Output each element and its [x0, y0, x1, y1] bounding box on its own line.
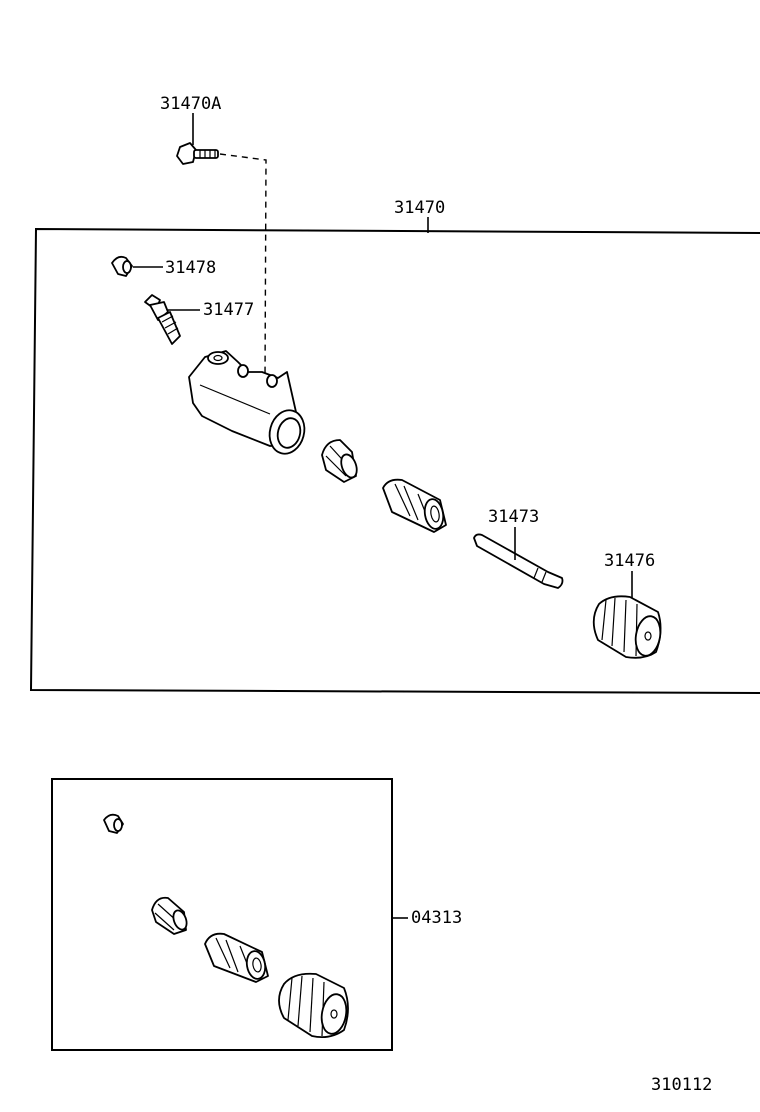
repair-kit-box — [51, 778, 393, 1051]
label-repair-kit: 04313 — [411, 908, 462, 928]
bleeder-part — [144, 294, 200, 345]
seal-cup-part — [321, 439, 358, 483]
kit-boot-part — [278, 972, 349, 1039]
cylinder-body-part — [188, 350, 306, 455]
kit-seal-cup-part — [151, 896, 188, 935]
cap-part — [111, 255, 163, 277]
kit-piston-part — [204, 932, 269, 983]
push-rod-part — [473, 527, 564, 589]
label-bleeder: 31477 — [203, 300, 254, 320]
label-push-rod: 31473 — [488, 507, 539, 527]
boot-part — [592, 571, 662, 659]
label-cap: 31478 — [165, 258, 216, 278]
label-boot: 31476 — [604, 551, 655, 571]
bolt-part — [176, 113, 219, 165]
kit-cap-part — [103, 813, 124, 834]
label-figure-number: 310112 — [651, 1075, 712, 1095]
label-assembly: 31470 — [394, 198, 445, 218]
bolt-dashed-guide — [219, 153, 267, 381]
label-bolt: 31470A — [160, 94, 221, 114]
assembly-box — [29, 227, 760, 694]
piston-part — [382, 478, 447, 533]
